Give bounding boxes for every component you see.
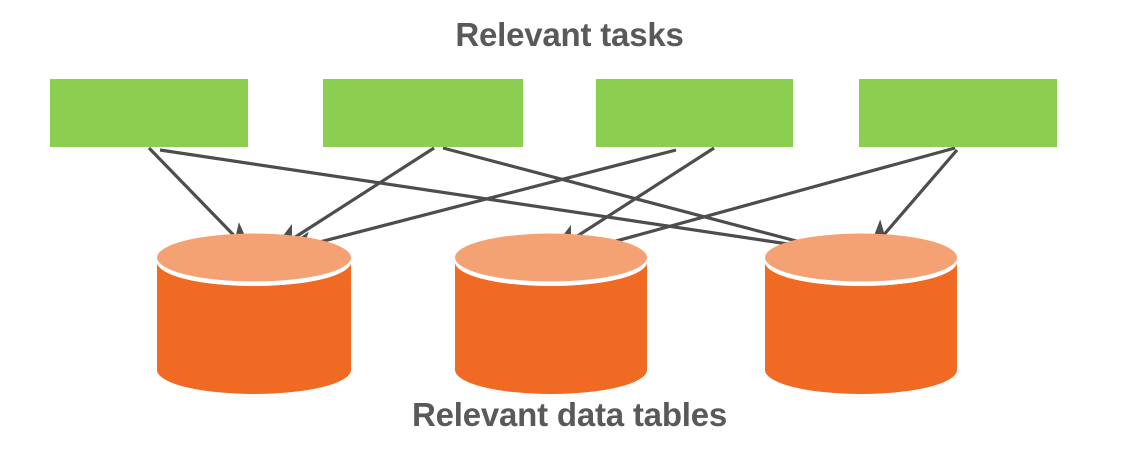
arrow-task-1-to-table-3 <box>159 148 852 261</box>
arrow-task-2-to-table-3 <box>442 146 861 262</box>
cylinder-top <box>157 233 351 282</box>
database-cylinder-2[interactable] <box>455 233 647 395</box>
arrow-task-4-to-table-2 <box>554 146 956 261</box>
cylinder-body <box>765 262 957 394</box>
task-box-4[interactable] <box>859 79 1057 147</box>
table-layer <box>157 233 957 395</box>
task-box-3[interactable] <box>596 79 793 147</box>
arrow-task-3-to-table-1 <box>277 148 677 257</box>
edge-layer <box>147 146 959 262</box>
task-layer <box>50 79 1057 147</box>
database-cylinder-3[interactable] <box>765 233 957 395</box>
cylinder-body <box>455 262 647 394</box>
task-box-2[interactable] <box>323 79 523 147</box>
database-cylinder-1[interactable] <box>157 233 351 394</box>
page-title-relevant-data-tables: Relevant data tables <box>411 396 728 433</box>
page-title-relevant-tasks: Relevant tasks <box>455 16 684 53</box>
cylinder-top <box>765 233 957 282</box>
task-box-1[interactable] <box>50 79 248 147</box>
cylinder-top <box>455 233 647 282</box>
cylinder-body <box>157 262 351 394</box>
